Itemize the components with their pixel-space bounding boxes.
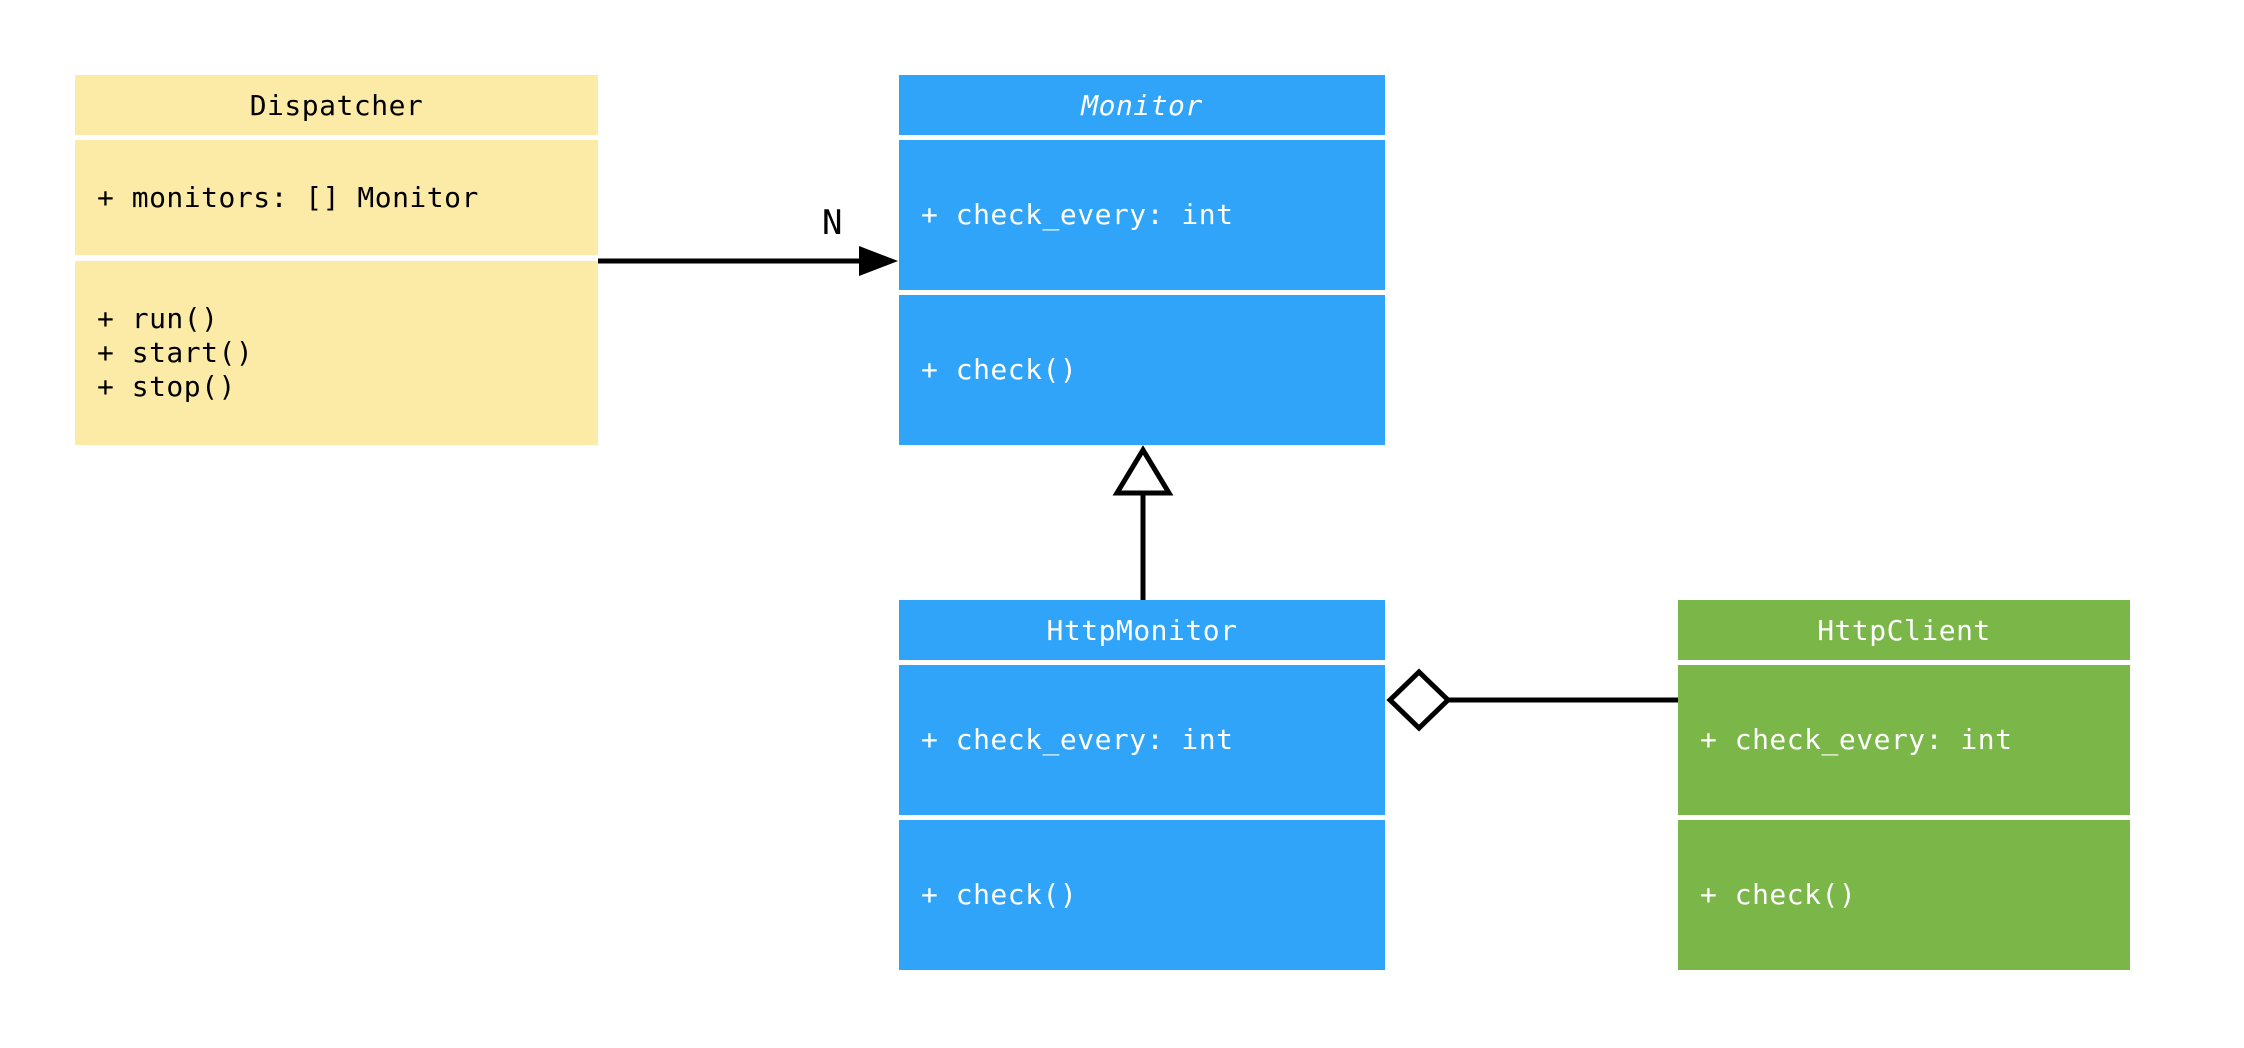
class-box-dispatcher: Dispatcher + monitors: [] Monitor + run(…	[75, 75, 598, 445]
method-text: + check()	[1700, 878, 1857, 911]
method-text: + check()	[921, 878, 1078, 911]
class-name-dispatcher: Dispatcher	[75, 75, 598, 135]
methods-section: + check()	[899, 820, 1385, 970]
attribute-text: + check_every: int	[1700, 723, 2013, 756]
attribute-text: + monitors: [] Monitor	[97, 180, 479, 214]
association-connector	[598, 246, 898, 276]
attributes-section: + monitors: [] Monitor	[75, 140, 598, 255]
aggregation-connector	[1386, 668, 1679, 732]
attributes-section: + check_every: int	[899, 665, 1385, 815]
generalization-connector	[1112, 445, 1174, 601]
methods-section: + run() + start() + stop()	[75, 261, 598, 445]
hollow-diamond-icon	[1386, 668, 1452, 732]
filled-arrowhead-icon	[859, 246, 898, 276]
method-text: + run()	[97, 302, 219, 335]
class-box-httpmonitor: HttpMonitor + check_every: int + check()	[899, 600, 1385, 970]
method-text: + stop()	[97, 370, 236, 403]
attribute-text: + check_every: int	[921, 198, 1234, 231]
method-text: + start()	[97, 336, 254, 369]
class-name-httpmonitor: HttpMonitor	[899, 600, 1385, 660]
methods-section: + check()	[899, 295, 1385, 445]
hollow-triangle-arrowhead-icon	[1112, 445, 1174, 496]
class-name-monitor: Monitor	[899, 75, 1385, 135]
methods-section: + check()	[1678, 820, 2130, 970]
class-name-httpclient: HttpClient	[1678, 600, 2130, 660]
attribute-text: + check_every: int	[921, 723, 1234, 756]
class-box-httpclient: HttpClient + check_every: int + check()	[1678, 600, 2130, 970]
association-multiplicity-label: N	[822, 203, 843, 243]
class-box-monitor: Monitor + check_every: int + check()	[899, 75, 1385, 445]
method-text: + check()	[921, 353, 1078, 386]
attributes-section: + check_every: int	[1678, 665, 2130, 815]
attributes-section: + check_every: int	[899, 140, 1385, 290]
